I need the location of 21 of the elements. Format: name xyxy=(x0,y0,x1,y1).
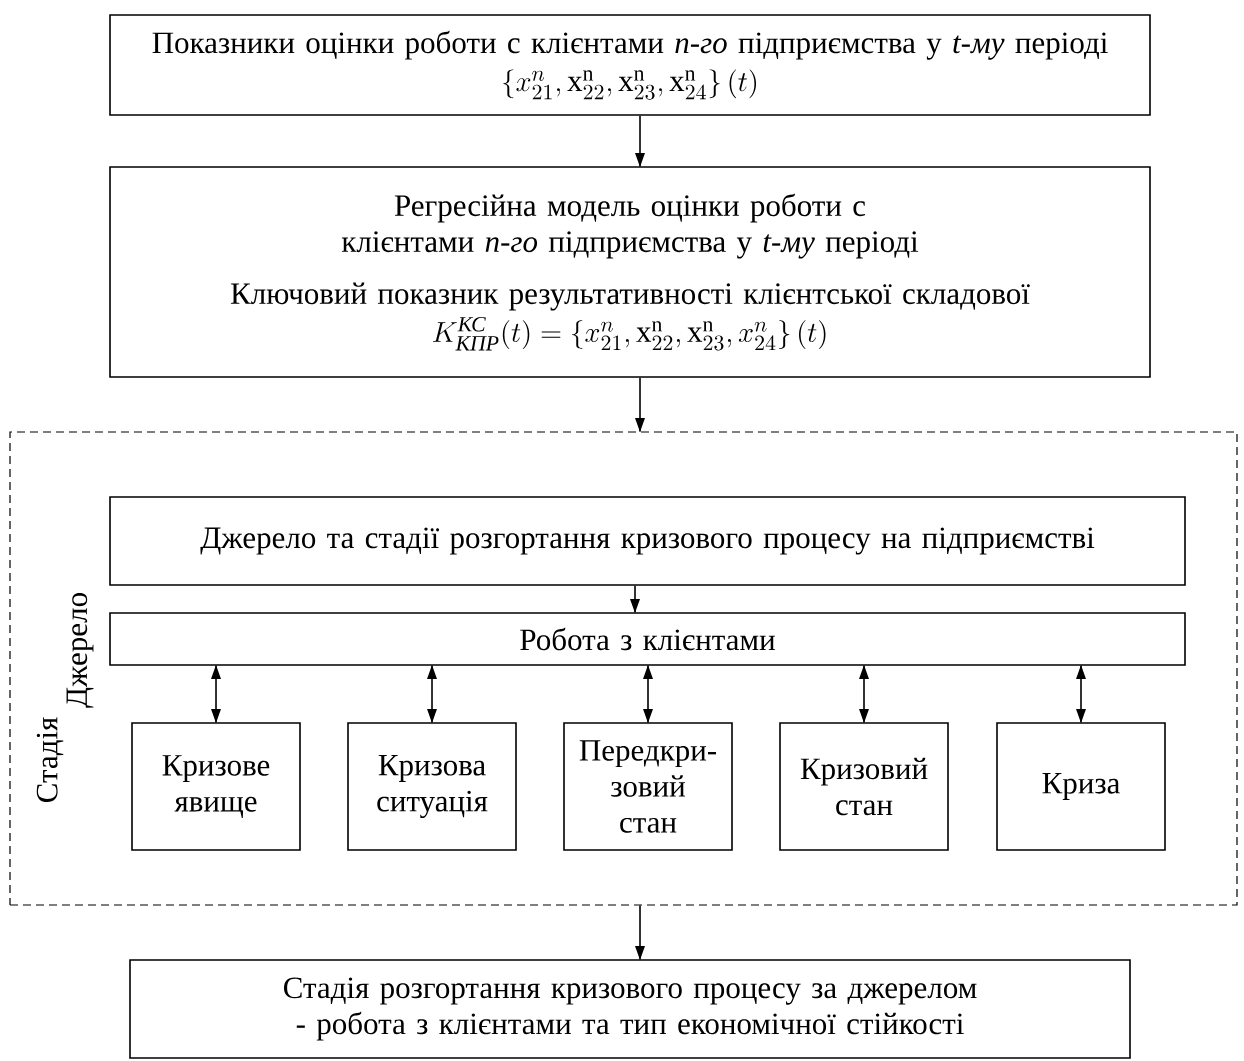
arrow xyxy=(630,585,640,613)
process-box: Стадія розгортання кризового процесу за джерелом - робота з клієнтами та тип економічної стійкості xyxy=(129,959,1131,1059)
process-box: Джерело та стадії розгортання кризового процесу на підприємстві xyxy=(109,496,1186,586)
arrow xyxy=(643,665,653,723)
process-box: Регресійна модель оцінки роботи с клієнтами n-го підприємства у t-му періоді Ключовий показник результативності клієнтської складової $K_{\text{\itshape КПР}}^{\text{\itshape КС}}(t) = \left\{x_{21}^{n}, \mathrm{x}_{22}^{\mathrm{n}}, \mathrm{x}_{23}^{\mathrm{n}}, x_{24}^{n}\right\}(t)$ xyxy=(109,166,1151,378)
side-label: Стадія xyxy=(36,717,64,802)
arrow xyxy=(211,665,221,723)
arrow xyxy=(1076,665,1086,723)
process-box: Показники оцінки роботи с клієнтами n-го підприємства у t-му періоді $\left\{x_{21}^{n}, \mathrm{x}_{22}^{\mathrm{n}}, \mathrm{x}_{23}^{\mathrm{n}}, \mathrm{x}_{24}^{\mathrm{n}}\right\}(t)$ xyxy=(109,14,1151,116)
arrow xyxy=(635,377,645,433)
arrow xyxy=(427,665,437,723)
stage-box: Криза xyxy=(996,722,1166,851)
stage-box: Передкри-зовий стан xyxy=(563,722,733,851)
process-box: Робота з клієнтами xyxy=(109,612,1186,666)
arrow xyxy=(635,115,645,167)
stage-box: Кризовий стан xyxy=(779,722,949,851)
stage-box: Кризова ситуація xyxy=(347,722,517,851)
side-label: Джерело xyxy=(66,593,94,708)
arrow xyxy=(635,904,645,960)
arrow xyxy=(859,665,869,723)
stage-box: Кризове явище xyxy=(131,722,301,851)
